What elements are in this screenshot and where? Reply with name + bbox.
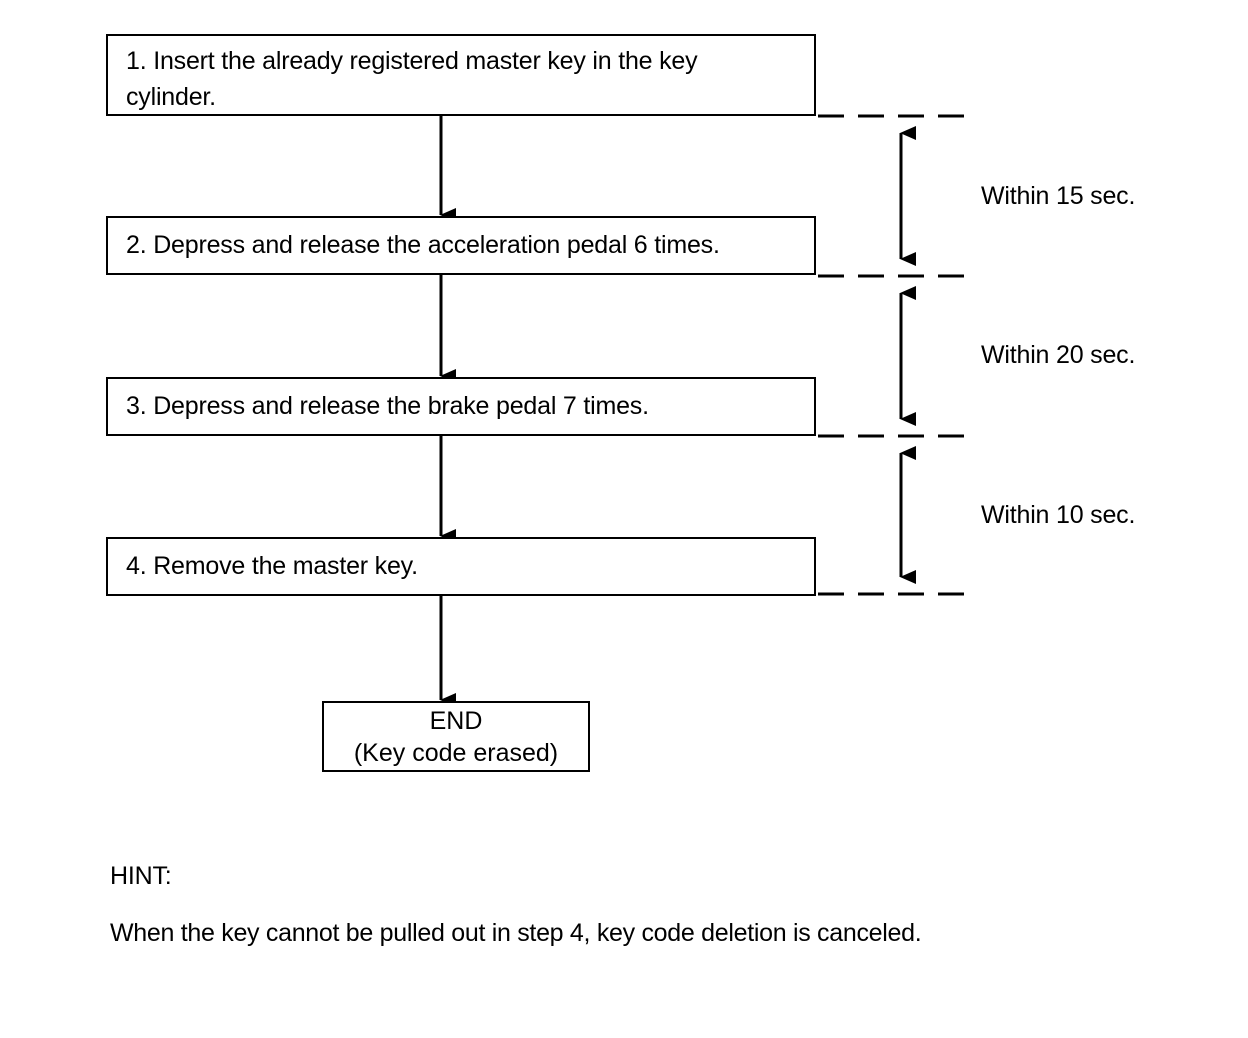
end-node-title: END [429,706,483,735]
hint-body: When the key cannot be pulled out in ste… [110,919,922,947]
hint-block: HINT: When the key cannot be pulled out … [110,862,1160,948]
end-node-subtitle: (Key code erased) [353,738,559,767]
hint-title: HINT: [110,862,172,890]
process-step-4-label: 4. Remove the master key. [126,551,418,580]
end-terminator-node: END (Key code erased) [322,701,590,772]
timing-label-within-10-sec: Within 10 sec. [981,501,1136,529]
process-step-2: 2. Depress and release the acceleration … [106,216,816,275]
process-step-4: 4. Remove the master key. [106,537,816,596]
process-step-1: 1. Insert the already registered master … [106,34,816,116]
timing-label-within-15-sec: Within 15 sec. [981,182,1136,210]
process-step-1-label: 1. Insert the already registered master … [126,47,698,111]
process-step-2-label: 2. Depress and release the acceleration … [126,230,720,259]
process-step-3: 3. Depress and release the brake pedal 7… [106,377,816,436]
timing-label-within-20-sec: Within 20 sec. [981,341,1136,369]
process-step-3-label: 3. Depress and release the brake pedal 7… [126,391,649,420]
